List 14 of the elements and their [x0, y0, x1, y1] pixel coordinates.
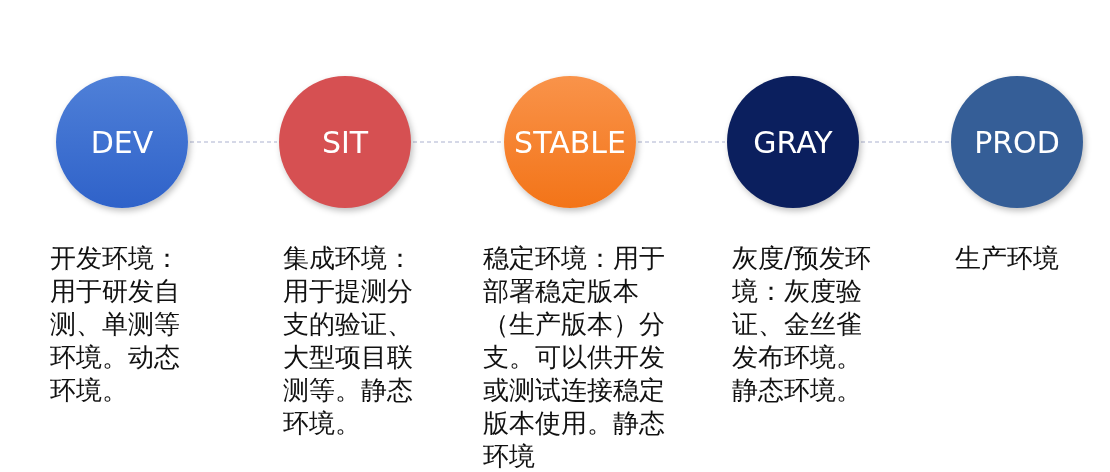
dashed-line [189, 141, 278, 143]
environment-circle: PROD [951, 76, 1083, 208]
environment-circle: DEV [56, 76, 188, 208]
description-text: 生产环境 [955, 242, 1060, 275]
environment-circle: SIT [279, 76, 411, 208]
description-text: 稳定环境：用于部署稳定版本（生产版本）分支。可以供开发或测试连接稳定版本使用。静态环境 [483, 242, 666, 472]
dashed-line [637, 141, 726, 143]
environment-circle: GRAY [727, 76, 859, 208]
description-text: 开发环境：用于研发自测、单测等环境。动态环境。 [50, 242, 181, 407]
description-text: 灰度/预发环境：灰度验证、金丝雀发布环境。静态环境。 [732, 242, 872, 407]
environment-circle: STABLE [504, 76, 636, 208]
description-text: 集成环境：用于提测分支的验证、大型项目联测等。静态环境。 [283, 242, 414, 440]
dashed-line [860, 141, 950, 143]
dashed-line [412, 141, 503, 143]
